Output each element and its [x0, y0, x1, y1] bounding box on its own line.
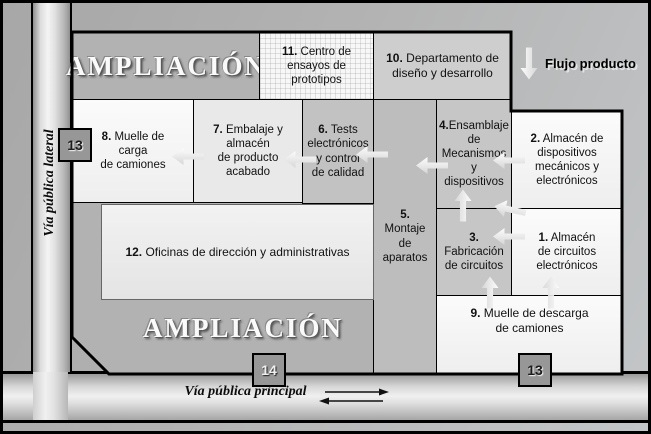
room-label: 4.Ensamblaje de Mecanismos y dispositivo… [439, 119, 509, 189]
two-way-traffic-icon [319, 388, 389, 405]
room-label: 7. Embalaje y almacén de producto acabad… [213, 123, 283, 179]
down-arrow-icon [521, 48, 538, 80]
flow-legend-label: Flujo producto [545, 56, 636, 71]
room-12-oficinas-direccion: 12. Oficinas de dirección y administrati… [101, 204, 374, 300]
gate-marker-13-right: 13 [518, 353, 552, 387]
room-2-almacen-dispositivos: 2. Almacén de dispositivos mecánicos y e… [511, 111, 623, 209]
room-label: 9. Muelle de descarga de camiones [470, 306, 589, 335]
room-label: 1. Almacén de circuitos electrónicos [536, 231, 598, 272]
room-label: 6. Tests electrónicos y control de calid… [307, 124, 369, 179]
lateral-road [31, 3, 72, 372]
expansion-area-bottom: AMPLIACIÓN [98, 308, 388, 348]
gate-marker-14-main: 14 [252, 353, 286, 387]
room-label: 5. Montaje de aparatos [382, 209, 428, 264]
room-7-embalaje-almacen: 7. Embalaje y almacén de producto acabad… [193, 99, 303, 203]
main-road-label: Vía pública principal [184, 384, 307, 399]
expansion-area-top: AMPLIACIÓN [66, 33, 264, 99]
room-3-fabricacion-circuitos: 3. Fabricación de circuitos [436, 208, 512, 296]
expansion-label: AMPLIACIÓN [66, 50, 266, 81]
room-label: 2. Almacén de dispositivos mecánicos y e… [530, 132, 604, 188]
room-label: 8. Muelle de carga de camiones [100, 130, 166, 171]
expansion-label: AMPLIACIÓN [143, 312, 343, 343]
room-label: 12. Oficinas de dirección y administrati… [125, 244, 350, 259]
room-10-departamento-diseno: 10. Departamento de diseño y desarrollo [373, 32, 512, 100]
lateral-road-label: Vía pública lateral [42, 129, 57, 237]
room-label: 10. Departamento de diseño y desarrollo [386, 51, 499, 80]
room-1-almacen-circuitos: 1. Almacén de circuitos electrónicos [511, 208, 623, 296]
room-4-ensamblaje-mecanismos: 4.Ensamblaje de Mecanismos y dispositivo… [436, 99, 512, 209]
gate-marker-13-left: 13 [58, 128, 92, 162]
road-intersection [33, 371, 68, 420]
room-label: 11. Centro de ensayos de prototipos [281, 45, 352, 86]
room-11-centro-ensayos: 11. Centro de ensayos de prototipos [259, 32, 374, 100]
room-5-montaje-aparatos: 5. Montaje de aparatos [373, 99, 437, 374]
